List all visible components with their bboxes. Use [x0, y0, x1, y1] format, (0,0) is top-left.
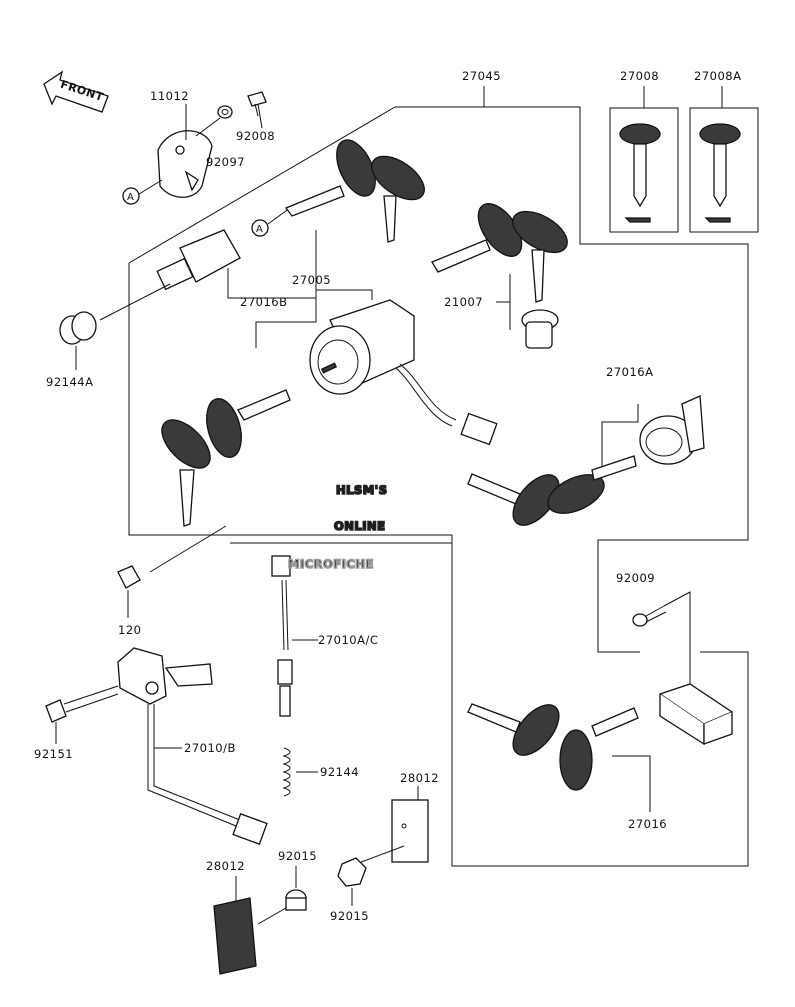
- label-27016: 27016: [628, 817, 667, 831]
- bolt-92151: [45, 685, 119, 744]
- label-27005: 27005: [292, 273, 331, 287]
- label-92008: 92008: [236, 129, 275, 143]
- label-27008: 27008: [620, 69, 659, 83]
- keys-27016: [467, 703, 651, 812]
- label-120: 120: [118, 623, 141, 637]
- lock-cylinder-27016B: [99, 229, 317, 321]
- watermark-line-2: ONLINE: [334, 519, 386, 533]
- svg-text:A: A: [127, 192, 134, 203]
- label-92151: 92151: [34, 747, 73, 761]
- watermark-line-1: HLSM'S: [336, 483, 387, 497]
- key-27008A-box: [689, 86, 759, 233]
- front-arrow-icon: FRONT: [43, 70, 109, 113]
- label-28012-left: 28012: [206, 859, 245, 873]
- ref-mark-a-2: A: [251, 207, 291, 237]
- switch-27010AC: [271, 555, 318, 717]
- key-27005: [161, 389, 291, 527]
- label-27008A: 27008A: [694, 69, 741, 83]
- callout-labels: 27045 27008 27008A 11012 92097 92008 270…: [34, 69, 741, 923]
- label-27010AC: 27010A/C: [318, 633, 378, 647]
- bolt-120: [117, 525, 227, 618]
- lock-housing-27016: [658, 683, 734, 746]
- bracket-27010B: [117, 647, 268, 845]
- washer-92097: [195, 105, 233, 137]
- screw-92009: [632, 591, 691, 690]
- key-27016A: [467, 455, 637, 526]
- label-92144: 92144: [320, 765, 359, 779]
- pad-28012-left: [213, 876, 301, 975]
- ref-mark-a-1: A: [122, 179, 163, 205]
- watermark-line-3: MICROFICHE: [288, 557, 374, 571]
- nut-92015-left: [285, 866, 307, 911]
- spring-92144: [282, 747, 318, 797]
- label-92144A: 92144A: [46, 375, 93, 389]
- label-92015-right: 92015: [330, 909, 369, 923]
- label-92015-left: 92015: [278, 849, 317, 863]
- key-top-left: [284, 139, 425, 243]
- ignition-switch-27005: [255, 289, 498, 446]
- circlip-92144A: [59, 311, 97, 370]
- label-92097: 92097: [206, 155, 245, 169]
- svg-text:A: A: [256, 224, 263, 235]
- pad-28012-right: [355, 786, 429, 865]
- nut-92015-right: [337, 857, 367, 906]
- label-21007: 21007: [444, 295, 483, 309]
- keys-21007: [431, 203, 568, 349]
- bracket-plate-11012: [157, 104, 213, 198]
- label-27010B: 27010/B: [184, 741, 236, 755]
- label-92009: 92009: [616, 571, 655, 585]
- label-27016B: 27016B: [240, 295, 287, 309]
- lock-27016A: [601, 395, 705, 468]
- label-28012-right: 28012: [400, 771, 439, 785]
- label-11012: 11012: [150, 89, 189, 103]
- key-27008-box: [609, 86, 679, 233]
- watermark: HLSM'S ONLINE MICROFICHE: [287, 482, 388, 572]
- label-27016A: 27016A: [606, 365, 653, 379]
- group-outline-27045: [128, 86, 749, 867]
- label-27045: 27045: [462, 69, 501, 83]
- bolt-92008: [247, 91, 267, 129]
